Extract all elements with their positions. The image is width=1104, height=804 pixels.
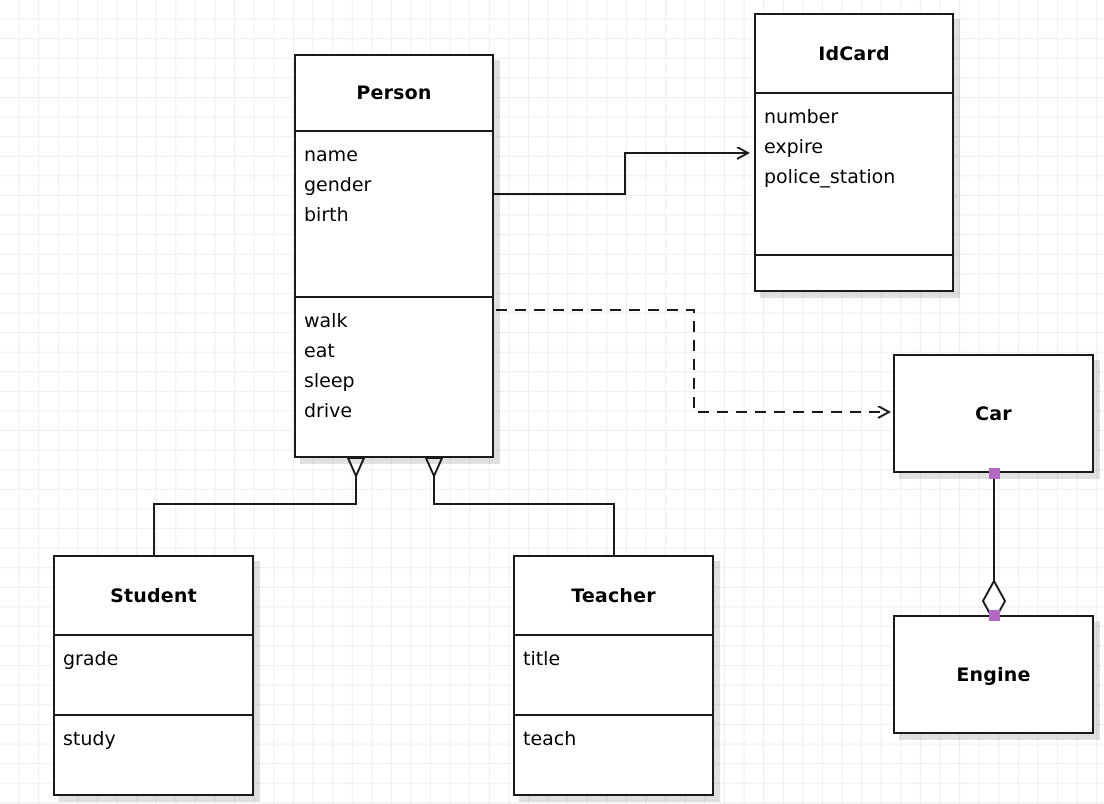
class-teacher-attributes: title [515, 634, 712, 714]
class-idcard-title: IdCard [756, 15, 952, 92]
class-student-title: Student [55, 557, 252, 634]
attribute-item: grade [63, 648, 119, 670]
class-person[interactable]: Person name gender birth walk eat sleep … [294, 54, 494, 458]
attribute-item: birth [304, 204, 349, 227]
edge-car-engine[interactable] [981, 472, 1007, 624]
method-item: study [63, 728, 116, 750]
edge-person-car[interactable] [496, 309, 889, 412]
class-car-title: Car [895, 356, 1092, 471]
class-teacher[interactable]: Teacher title teach [513, 555, 714, 796]
class-name-label: Car [975, 402, 1012, 425]
class-car[interactable]: Car [893, 354, 1094, 473]
class-name-label: Student [110, 584, 197, 607]
edge-teacher-person[interactable] [434, 476, 615, 556]
class-name-label: IdCard [818, 42, 890, 65]
class-teacher-title: Teacher [515, 557, 712, 634]
class-name-label: Teacher [571, 584, 656, 607]
method-item: teach [523, 728, 577, 750]
class-name-label: Engine [956, 663, 1031, 686]
attribute-item: expire [764, 136, 824, 159]
attribute-item: title [523, 648, 561, 670]
class-person-methods: walk eat sleep drive [296, 296, 492, 456]
class-idcard-attributes: number expire police_station [756, 92, 952, 254]
class-teacher-methods: teach [515, 714, 712, 794]
method-item: eat [304, 340, 335, 363]
method-item: sleep [304, 370, 355, 393]
class-student[interactable]: Student grade study [53, 555, 254, 796]
class-idcard-methods [756, 254, 952, 290]
edge-person-idcard[interactable] [493, 153, 748, 195]
connection-handle-car-bottom[interactable] [989, 468, 1000, 479]
attribute-item: name [304, 144, 358, 166]
class-engine-title: Engine [895, 617, 1092, 732]
attribute-item: gender [304, 174, 372, 197]
class-engine[interactable]: Engine [893, 615, 1094, 734]
class-name-label: Person [356, 82, 432, 104]
class-person-attributes: name gender birth [296, 130, 492, 296]
class-idcard[interactable]: IdCard number expire police_station [754, 13, 954, 292]
edge-student-person[interactable] [153, 476, 356, 556]
method-item: drive [304, 400, 353, 423]
class-student-attributes: grade [55, 634, 252, 714]
method-item: walk [304, 310, 348, 332]
attribute-item: police_station [764, 166, 896, 189]
attribute-item: number [764, 106, 839, 128]
class-person-title: Person [296, 56, 492, 130]
connection-handle-engine-top[interactable] [989, 610, 1000, 621]
class-student-methods: study [55, 714, 252, 794]
